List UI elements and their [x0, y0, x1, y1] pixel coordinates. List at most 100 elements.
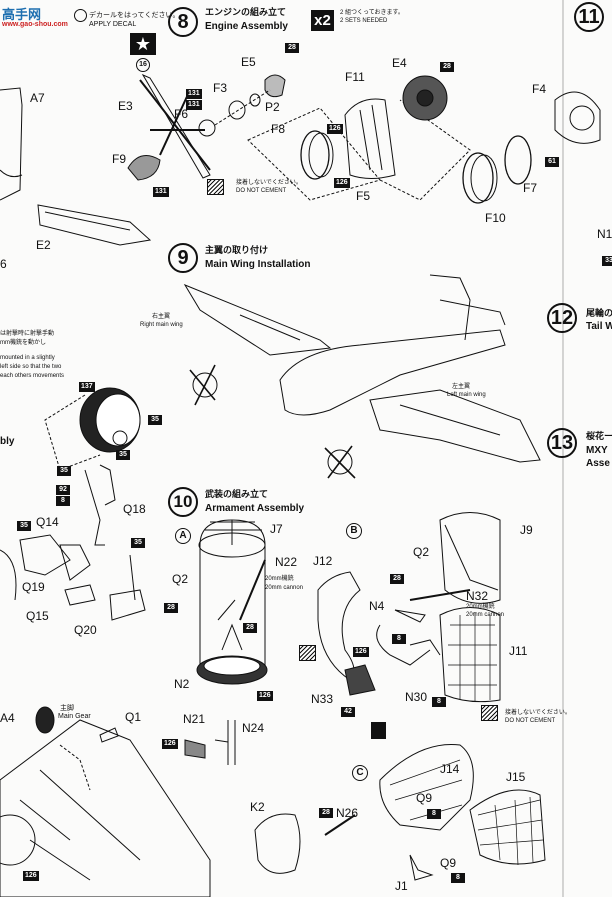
step8-multiplier: x2 — [311, 10, 334, 31]
part-J14: J14 — [440, 762, 460, 776]
cement-icon — [371, 722, 386, 739]
left-note-en2: left side so that the two — [0, 364, 62, 370]
part-E4: E4 — [392, 56, 407, 70]
part-J15: J15 — [506, 770, 526, 784]
step12-title-jp: 尾輪の — [586, 309, 612, 319]
no-cement-en: DO NOT CEMENT — [236, 188, 287, 194]
code-33-n1: 33 — [602, 256, 612, 266]
part-F6: F6 — [174, 107, 189, 121]
step13-title-en1: MXY — [586, 445, 608, 456]
code-131-f6: 131 — [186, 89, 202, 99]
code-28-n26: 28 — [319, 808, 333, 818]
left-wing-jp: 左主翼 — [452, 384, 471, 390]
code-35-b: 35 — [116, 450, 130, 460]
code-28-q2a: 28 — [164, 603, 178, 613]
part-F10: F10 — [485, 211, 506, 225]
code-8-n4: 8 — [392, 634, 406, 644]
part-A7: A7 — [30, 91, 45, 105]
code-28-e4: 28 — [440, 62, 454, 72]
step10-title-jp: 武装の組み立て — [205, 490, 269, 500]
step9-number: 9 — [168, 243, 198, 273]
part-J12: J12 — [313, 554, 333, 568]
part-6-fragment: 6 — [0, 257, 7, 271]
part-N24: N24 — [242, 721, 265, 735]
code-126-b: 126 — [353, 647, 369, 657]
right-wing-jp: 右主翼 — [152, 314, 171, 320]
left-assembly-fragment: bly — [0, 436, 15, 447]
part-Q19: Q19 — [22, 580, 45, 594]
code-126-f11: 126 — [327, 124, 343, 134]
b-cannon-jp: 20mm機銃 — [466, 604, 495, 610]
step8-title-en: Engine Assembly — [205, 21, 288, 32]
step8-title-jp: エンジンの組み立て — [205, 8, 287, 18]
decal-note-jp: デカールをはってください。 — [89, 12, 180, 19]
part-F5: F5 — [356, 189, 371, 203]
code-35-wheel: 35 — [148, 415, 162, 425]
a-cannon-jp: 20mm機銃 — [265, 576, 294, 582]
part-Q18: Q18 — [123, 502, 146, 516]
left-note-en1: mounted in a slightly — [0, 355, 55, 361]
step10-title-en: Armament Assembly — [205, 503, 305, 514]
part-F3: F3 — [213, 81, 228, 95]
step9-title-en: Main Wing Installation — [205, 259, 311, 270]
a-cannon-en: 20mm cannon — [265, 585, 304, 591]
step12-number: 12 — [547, 303, 577, 333]
part-Q1: Q1 — [125, 710, 142, 724]
part-F11: F11 — [345, 70, 365, 84]
code-28-n22: 28 — [243, 623, 257, 633]
watermark-logo: 高手网 — [2, 8, 42, 23]
code-61-f7: 61 — [545, 157, 559, 167]
part-Q20: Q20 — [74, 623, 97, 637]
part-Q2-b: Q2 — [413, 545, 430, 559]
right-wing-en: Right main wing — [140, 322, 183, 328]
step13-title-jp: 桜花ー — [586, 432, 612, 442]
left-note-jp1: は射撃時に射撃手動 — [0, 331, 55, 337]
part-P2: P2 — [265, 100, 280, 114]
step13-title-en2: Asse — [586, 458, 610, 469]
left-wing-en: Left main wing — [447, 392, 486, 398]
part-Q14: Q14 — [36, 515, 59, 529]
part-Q2-a: Q2 — [172, 572, 189, 586]
part-E2: E2 — [36, 238, 51, 252]
part-N30: N30 — [405, 690, 428, 704]
code-35-d: 35 — [131, 538, 145, 548]
main-gear-en: Main Gear — [58, 713, 91, 720]
no-cement-icon — [207, 179, 224, 195]
step12-title-en: Tail W — [586, 321, 612, 332]
part-N21: N21 — [183, 712, 206, 726]
code-137: 137 — [79, 382, 95, 392]
code-126-n2: 126 — [257, 691, 273, 701]
part-N4: N4 — [369, 599, 385, 613]
part-N26: N26 — [336, 806, 359, 820]
no-cement-icon-b1 — [299, 645, 316, 661]
part-N1: N1 — [597, 227, 612, 241]
part-Q9-a: Q9 — [416, 791, 433, 805]
part-F7: F7 — [523, 181, 538, 195]
code-126-f5: 126 — [334, 178, 350, 188]
part-Q9-b: Q9 — [440, 856, 457, 870]
part-N33: N33 — [311, 692, 334, 706]
step11-number: 11 — [574, 2, 604, 32]
sub-label-c: C — [352, 765, 368, 781]
part-Q15: Q15 — [26, 609, 49, 623]
code-28-q2b: 28 — [390, 574, 404, 584]
part-F4: F4 — [532, 82, 547, 96]
part-J1: J1 — [395, 879, 408, 893]
step13-number: 13 — [547, 428, 577, 458]
part-K2: K2 — [250, 800, 265, 814]
decal-note-en: APPLY DECAL — [89, 21, 137, 28]
left-note-jp2: mm機銃を動かし — [0, 340, 46, 346]
code-131-prop: 131 — [153, 187, 169, 197]
no-cement-jp: 接着しないでください。 — [236, 180, 302, 186]
part-J7: J7 — [270, 522, 283, 536]
code-126-n21: 126 — [162, 739, 178, 749]
left-note-en3: each others movements — [0, 373, 65, 379]
code-35-c: 35 — [17, 521, 31, 531]
part-F9: F9 — [112, 152, 127, 166]
part-J9: J9 — [520, 523, 533, 537]
step9-title-jp: 主翼の取り付け — [205, 246, 269, 256]
decal-16-badge: 16 — [136, 58, 150, 72]
watermark-url: www.gao-shou.com — [2, 21, 68, 28]
b-no-cement-en: DO NOT CEMENT — [505, 718, 556, 724]
